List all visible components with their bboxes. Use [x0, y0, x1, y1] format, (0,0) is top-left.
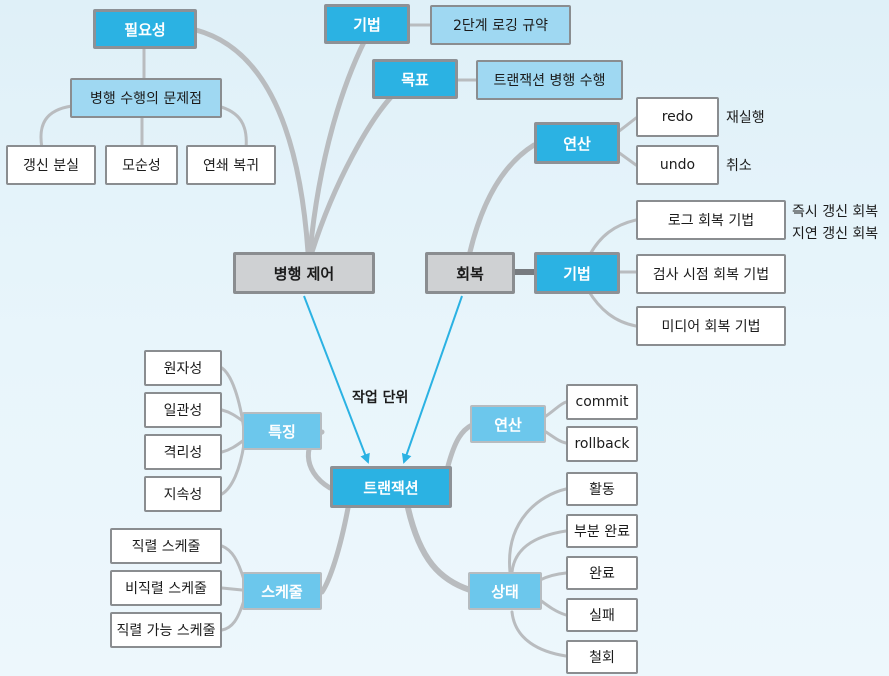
- label-undo-desc: 취소: [726, 158, 752, 174]
- link-txop-commit: [544, 400, 568, 418]
- node-redo: redo: [636, 97, 719, 137]
- link-problems-cascade: [216, 104, 248, 150]
- arrow-concurrency-transaction: [303, 295, 370, 464]
- node-isolation: 격리성: [144, 434, 222, 470]
- node-consistency: 일관성: [144, 392, 222, 428]
- node-durability: 지속성: [144, 476, 222, 512]
- node-media-recovery: 미디어 회복 기법: [636, 306, 786, 346]
- link-recovery-op: [467, 142, 537, 255]
- link-op-redo: [616, 116, 638, 134]
- node-transaction: 트랜잭션: [330, 466, 452, 508]
- node-state: 상태: [468, 572, 542, 610]
- link-transaction-schedule: [319, 505, 351, 595]
- node-problems: 병행 수행의 문제점: [70, 78, 222, 118]
- node-active: 활동: [566, 472, 638, 506]
- link-state-aborted: [510, 610, 568, 658]
- node-goal: 목표: [372, 59, 458, 99]
- node-two-phase-locking: 2단계 로깅 규약: [430, 5, 571, 45]
- link-features-iso: [220, 438, 246, 454]
- link-features-dur: [220, 442, 246, 496]
- link-schedule-nonserial: [220, 586, 244, 592]
- node-features: 특징: [242, 412, 322, 450]
- node-failed: 실패: [566, 598, 638, 632]
- link-tech-log: [586, 218, 638, 260]
- node-inconsistency: 모순성: [105, 145, 178, 185]
- node-nonserial-schedule: 비직렬 스케줄: [110, 570, 222, 606]
- node-checkpoint-recovery: 검사 시점 회복 기법: [636, 254, 786, 294]
- link-tech-media: [586, 288, 638, 328]
- node-serial-schedule: 직렬 스케줄: [110, 528, 222, 564]
- node-cascading-rollback: 연쇄 복귀: [186, 145, 276, 185]
- node-schedule: 스케줄: [242, 572, 322, 610]
- link-concurrency-technique: [307, 37, 368, 255]
- link-state-active: [508, 487, 568, 574]
- link-transaction-state: [405, 505, 473, 593]
- node-log-recovery: 로그 회복 기법: [636, 200, 786, 240]
- link-txop-rollback: [544, 430, 568, 445]
- node-concurrency-control: 병행 제어: [233, 252, 375, 294]
- label-redo-desc: 재실행: [726, 110, 765, 126]
- node-recovery: 회복: [425, 252, 515, 294]
- node-atomicity: 원자성: [144, 350, 222, 386]
- link-problems-lost: [39, 104, 74, 150]
- node-undo: undo: [636, 145, 719, 185]
- node-necessity: 필요성: [93, 9, 197, 49]
- link-concurrency-necessity: [193, 27, 311, 255]
- node-commit: commit: [566, 384, 638, 420]
- node-technique: 기법: [324, 4, 410, 44]
- link-schedule-serial: [220, 544, 246, 582]
- label-work-unit: 작업 단위: [352, 390, 409, 406]
- node-committed: 완료: [566, 556, 638, 590]
- node-recovery-operation: 연산: [534, 122, 620, 164]
- link-op-undo: [616, 150, 638, 167]
- link-state-failed: [538, 598, 568, 617]
- node-concurrent-execution: 트랜잭션 병행 수행: [476, 60, 623, 100]
- link-state-committed: [538, 571, 568, 582]
- node-serializable-schedule: 직렬 가능 스케줄: [110, 612, 222, 648]
- link-schedule-serializable: [220, 598, 246, 632]
- node-recovery-technique: 기법: [534, 252, 620, 294]
- node-aborted: 철회: [566, 640, 638, 674]
- label-deferred-update: 지연 갱신 회복: [792, 226, 879, 242]
- link-state-partial: [510, 529, 568, 574]
- label-immediate-update: 즉시 갱신 회복: [792, 204, 879, 220]
- node-rollback: rollback: [566, 426, 638, 462]
- node-lost-update: 갱신 분실: [6, 145, 96, 185]
- node-partially-committed: 부분 완료: [566, 514, 638, 548]
- link-concurrency-goal: [309, 93, 395, 255]
- node-tx-operation: 연산: [470, 405, 546, 443]
- link-transaction-txop: [445, 422, 475, 469]
- arrow-recovery-transaction: [401, 295, 463, 464]
